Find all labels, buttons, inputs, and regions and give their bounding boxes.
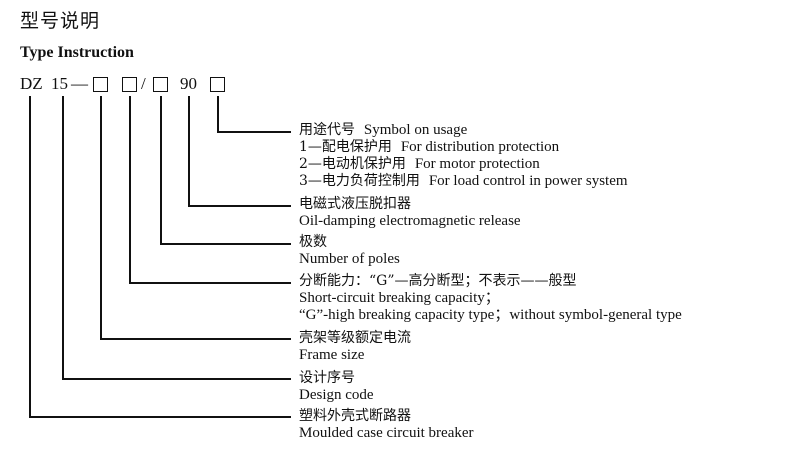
code-number: 90 (180, 74, 197, 93)
poles-cn: 极数 (299, 234, 327, 250)
usage-block: 用途代号 Symbol on usage 1—配电保护用 For distrib… (299, 122, 628, 190)
mccb-en: Moulded case circuit breaker (299, 425, 474, 441)
usage-item-1-cn: 1—配电保护用 (299, 139, 392, 155)
usage-cn: 用途代号 (299, 122, 355, 138)
release-cn: 电磁式液压脱扣器 (299, 196, 411, 212)
poles-block: 极数 Number of poles (299, 234, 400, 268)
code-series: 15 (51, 74, 68, 93)
design-block: 设计序号 Design code (299, 370, 374, 404)
design-cn: 设计序号 (299, 370, 355, 386)
code-box-poles (153, 77, 168, 92)
release-en: Oil-damping electromagnetic release (299, 213, 521, 229)
release-block: 电磁式液压脱扣器 Oil-damping electromagnetic rel… (299, 196, 521, 230)
code-box-breaking (122, 77, 137, 92)
frame-block: 壳架等级额定电流 Frame size (299, 330, 411, 364)
mccb-cn: 塑料外壳式断路器 (299, 408, 411, 424)
code-box-frame (93, 77, 108, 92)
breaking-en-1: Short-circuit breaking capacity； (299, 290, 500, 306)
frame-en: Frame size (299, 347, 365, 363)
code-box-usage (210, 77, 225, 92)
code-slash: / (141, 74, 146, 93)
usage-item-3-en: For load control in power system (428, 173, 628, 189)
breaking-en-2: “G”-high breaking capacity type；without … (299, 307, 682, 323)
usage-en: Symbol on usage (363, 122, 468, 138)
usage-item-1-en: For distribution protection (400, 139, 560, 155)
breaking-cn: 分断能力：“G”—高分断型；不表示——般型 (299, 273, 577, 289)
usage-item-2-cn: 2—电动机保护用 (299, 156, 406, 172)
mccb-block: 塑料外壳式断路器 Moulded case circuit breaker (299, 408, 474, 442)
title-english: Type Instruction (20, 44, 134, 61)
code-dash: — (71, 74, 88, 93)
usage-item-3-cn: 3—电力负荷控制用 (299, 173, 420, 189)
poles-en: Number of poles (299, 251, 400, 267)
usage-item-2-en: For motor protection (414, 156, 540, 172)
breaking-block: 分断能力：“G”—高分断型；不表示——般型 Short-circuit brea… (299, 273, 682, 324)
title-chinese: 型号说明 (20, 10, 101, 32)
frame-cn: 壳架等级额定电流 (299, 330, 411, 346)
code-prefix: DZ (20, 74, 43, 93)
design-en: Design code (299, 387, 374, 403)
